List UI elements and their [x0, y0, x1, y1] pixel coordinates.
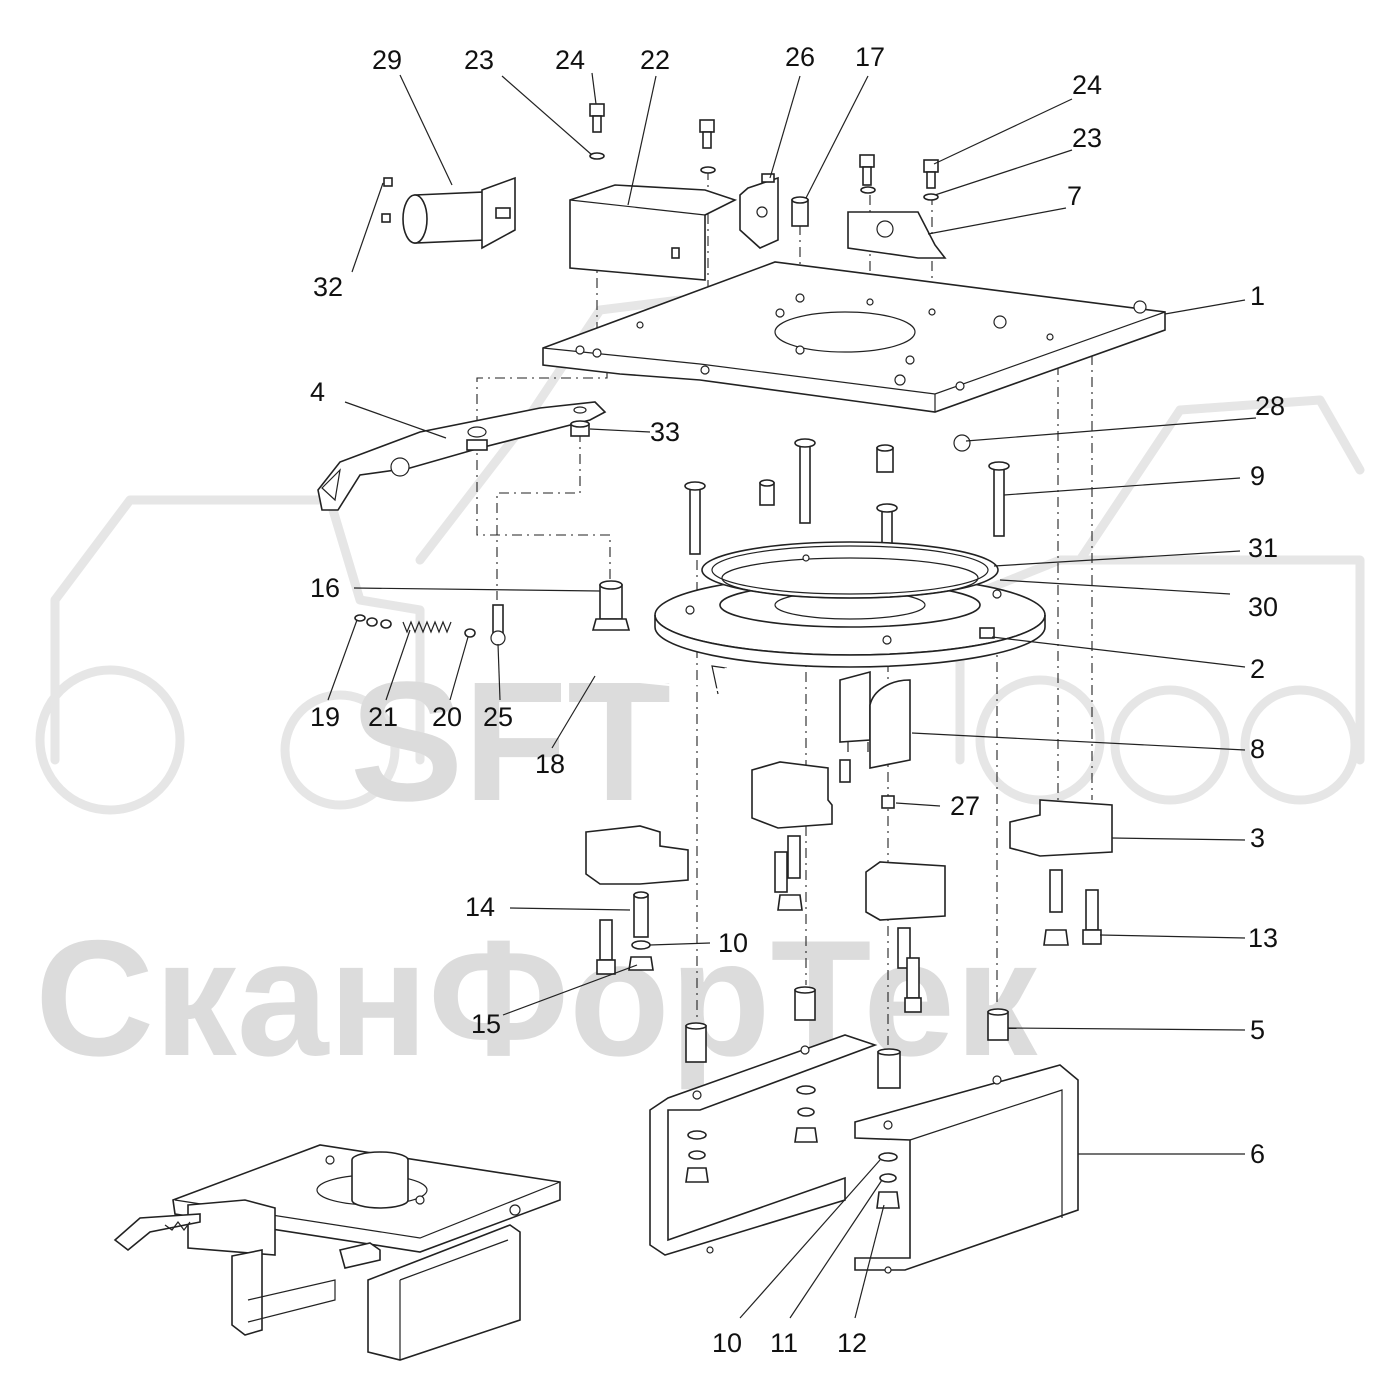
callout-19: 19	[310, 702, 340, 732]
callout-6: 6	[1250, 1139, 1265, 1169]
callout-12: 12	[837, 1328, 867, 1358]
housing-bolt	[589, 103, 716, 174]
frame-spacer	[685, 986, 1009, 1089]
callout-18: 18	[535, 749, 565, 779]
solenoid	[402, 176, 516, 250]
callout-23-right: 23	[1072, 123, 1102, 153]
rod-eye-pin	[490, 604, 506, 646]
stop-bracket	[847, 154, 947, 259]
turntable-ring	[654, 541, 1046, 668]
callout-23-top: 23	[464, 45, 494, 75]
callout-2: 2	[1250, 654, 1265, 684]
callout-3: 3	[1250, 823, 1265, 853]
callout-33: 33	[650, 417, 680, 447]
frame-fasteners	[685, 1085, 900, 1209]
callout-28: 28	[1255, 391, 1285, 421]
callout-21: 21	[368, 702, 398, 732]
callout-17: 17	[855, 42, 885, 72]
watermark-logo-text: SFT	[350, 647, 671, 837]
callout-30: 30	[1248, 592, 1278, 622]
switch-bracket	[739, 173, 779, 249]
pivot-pin	[591, 580, 631, 631]
top-mounting-plate	[542, 261, 1166, 413]
callout-8: 8	[1250, 734, 1265, 764]
callout-10-bottom: 10	[712, 1328, 742, 1358]
callout-24-right: 24	[1072, 70, 1102, 100]
lever-bushing	[466, 420, 590, 451]
solenoid-screw	[381, 177, 393, 223]
leader-lines	[327, 72, 1257, 1319]
callout-13: 13	[1248, 923, 1278, 953]
callout-20: 20	[432, 702, 462, 732]
callout-16: 16	[310, 573, 340, 603]
ring-spacer	[759, 434, 971, 506]
callout-9: 9	[1250, 461, 1265, 491]
callout-5: 5	[1250, 1015, 1265, 1045]
callout-4: 4	[310, 377, 325, 407]
latch-lever	[317, 401, 607, 511]
base-frame	[649, 1034, 1079, 1274]
assembled-view	[113, 1144, 561, 1361]
latch-shield	[839, 670, 911, 783]
release-rod	[499, 638, 728, 695]
guide-block	[585, 761, 1113, 921]
callout-22: 22	[640, 45, 670, 75]
callout-26: 26	[785, 42, 815, 72]
callout-7: 7	[1067, 181, 1082, 211]
callout-32: 32	[313, 272, 343, 302]
shield-screw	[881, 795, 895, 809]
callout-1: 1	[1250, 281, 1265, 311]
return-spring	[354, 614, 476, 638]
callout-27: 27	[950, 791, 980, 821]
callout-25: 25	[483, 702, 513, 732]
callout-29: 29	[372, 45, 402, 75]
callout-labels: 29 23 24 22 26 17 24 23 7 32 1 4 28 33 9…	[310, 42, 1285, 1358]
block-bolts	[596, 835, 1102, 1013]
callout-15: 15	[471, 1009, 501, 1039]
callout-31: 31	[1248, 533, 1278, 563]
callout-11: 11	[770, 1328, 798, 1358]
callout-24-top: 24	[555, 45, 585, 75]
callout-14: 14	[465, 892, 495, 922]
cover-housing	[569, 184, 738, 281]
watermark-brand-text: СканФорТек	[35, 906, 1038, 1090]
spacer-sleeve	[791, 196, 809, 227]
callout-10-mid: 10	[718, 928, 748, 958]
